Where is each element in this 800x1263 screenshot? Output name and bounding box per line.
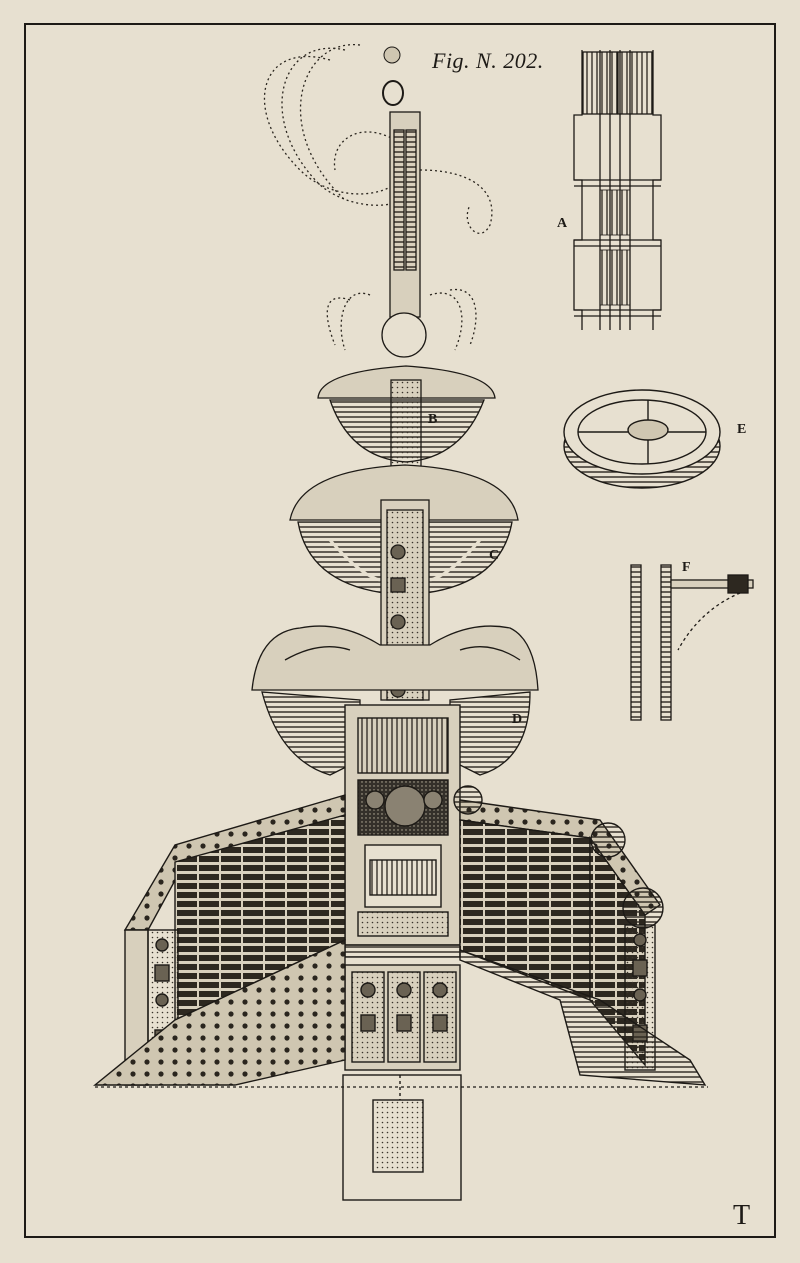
basin-right xyxy=(453,785,707,1086)
figure-caption: Fig. N. 202. xyxy=(432,48,544,73)
top-pipe xyxy=(381,111,427,358)
hanging-ring xyxy=(382,80,404,106)
label-e: E xyxy=(737,422,747,437)
central-column xyxy=(342,704,462,1201)
statue-and-water-plumes xyxy=(264,44,493,351)
basin-left xyxy=(93,794,346,1086)
plate-border xyxy=(24,23,776,1238)
label-f: F xyxy=(682,560,691,575)
label-d: D xyxy=(512,712,523,727)
figure-e-wheel xyxy=(563,389,721,489)
label-a: A xyxy=(557,216,568,231)
corner-mark: T xyxy=(733,1200,751,1231)
label-c: C xyxy=(489,548,500,563)
figure-a-pipe-section xyxy=(573,50,662,330)
figure-f-stopcock xyxy=(630,564,754,721)
label-b: B xyxy=(428,412,438,427)
bowl-d xyxy=(251,625,539,776)
